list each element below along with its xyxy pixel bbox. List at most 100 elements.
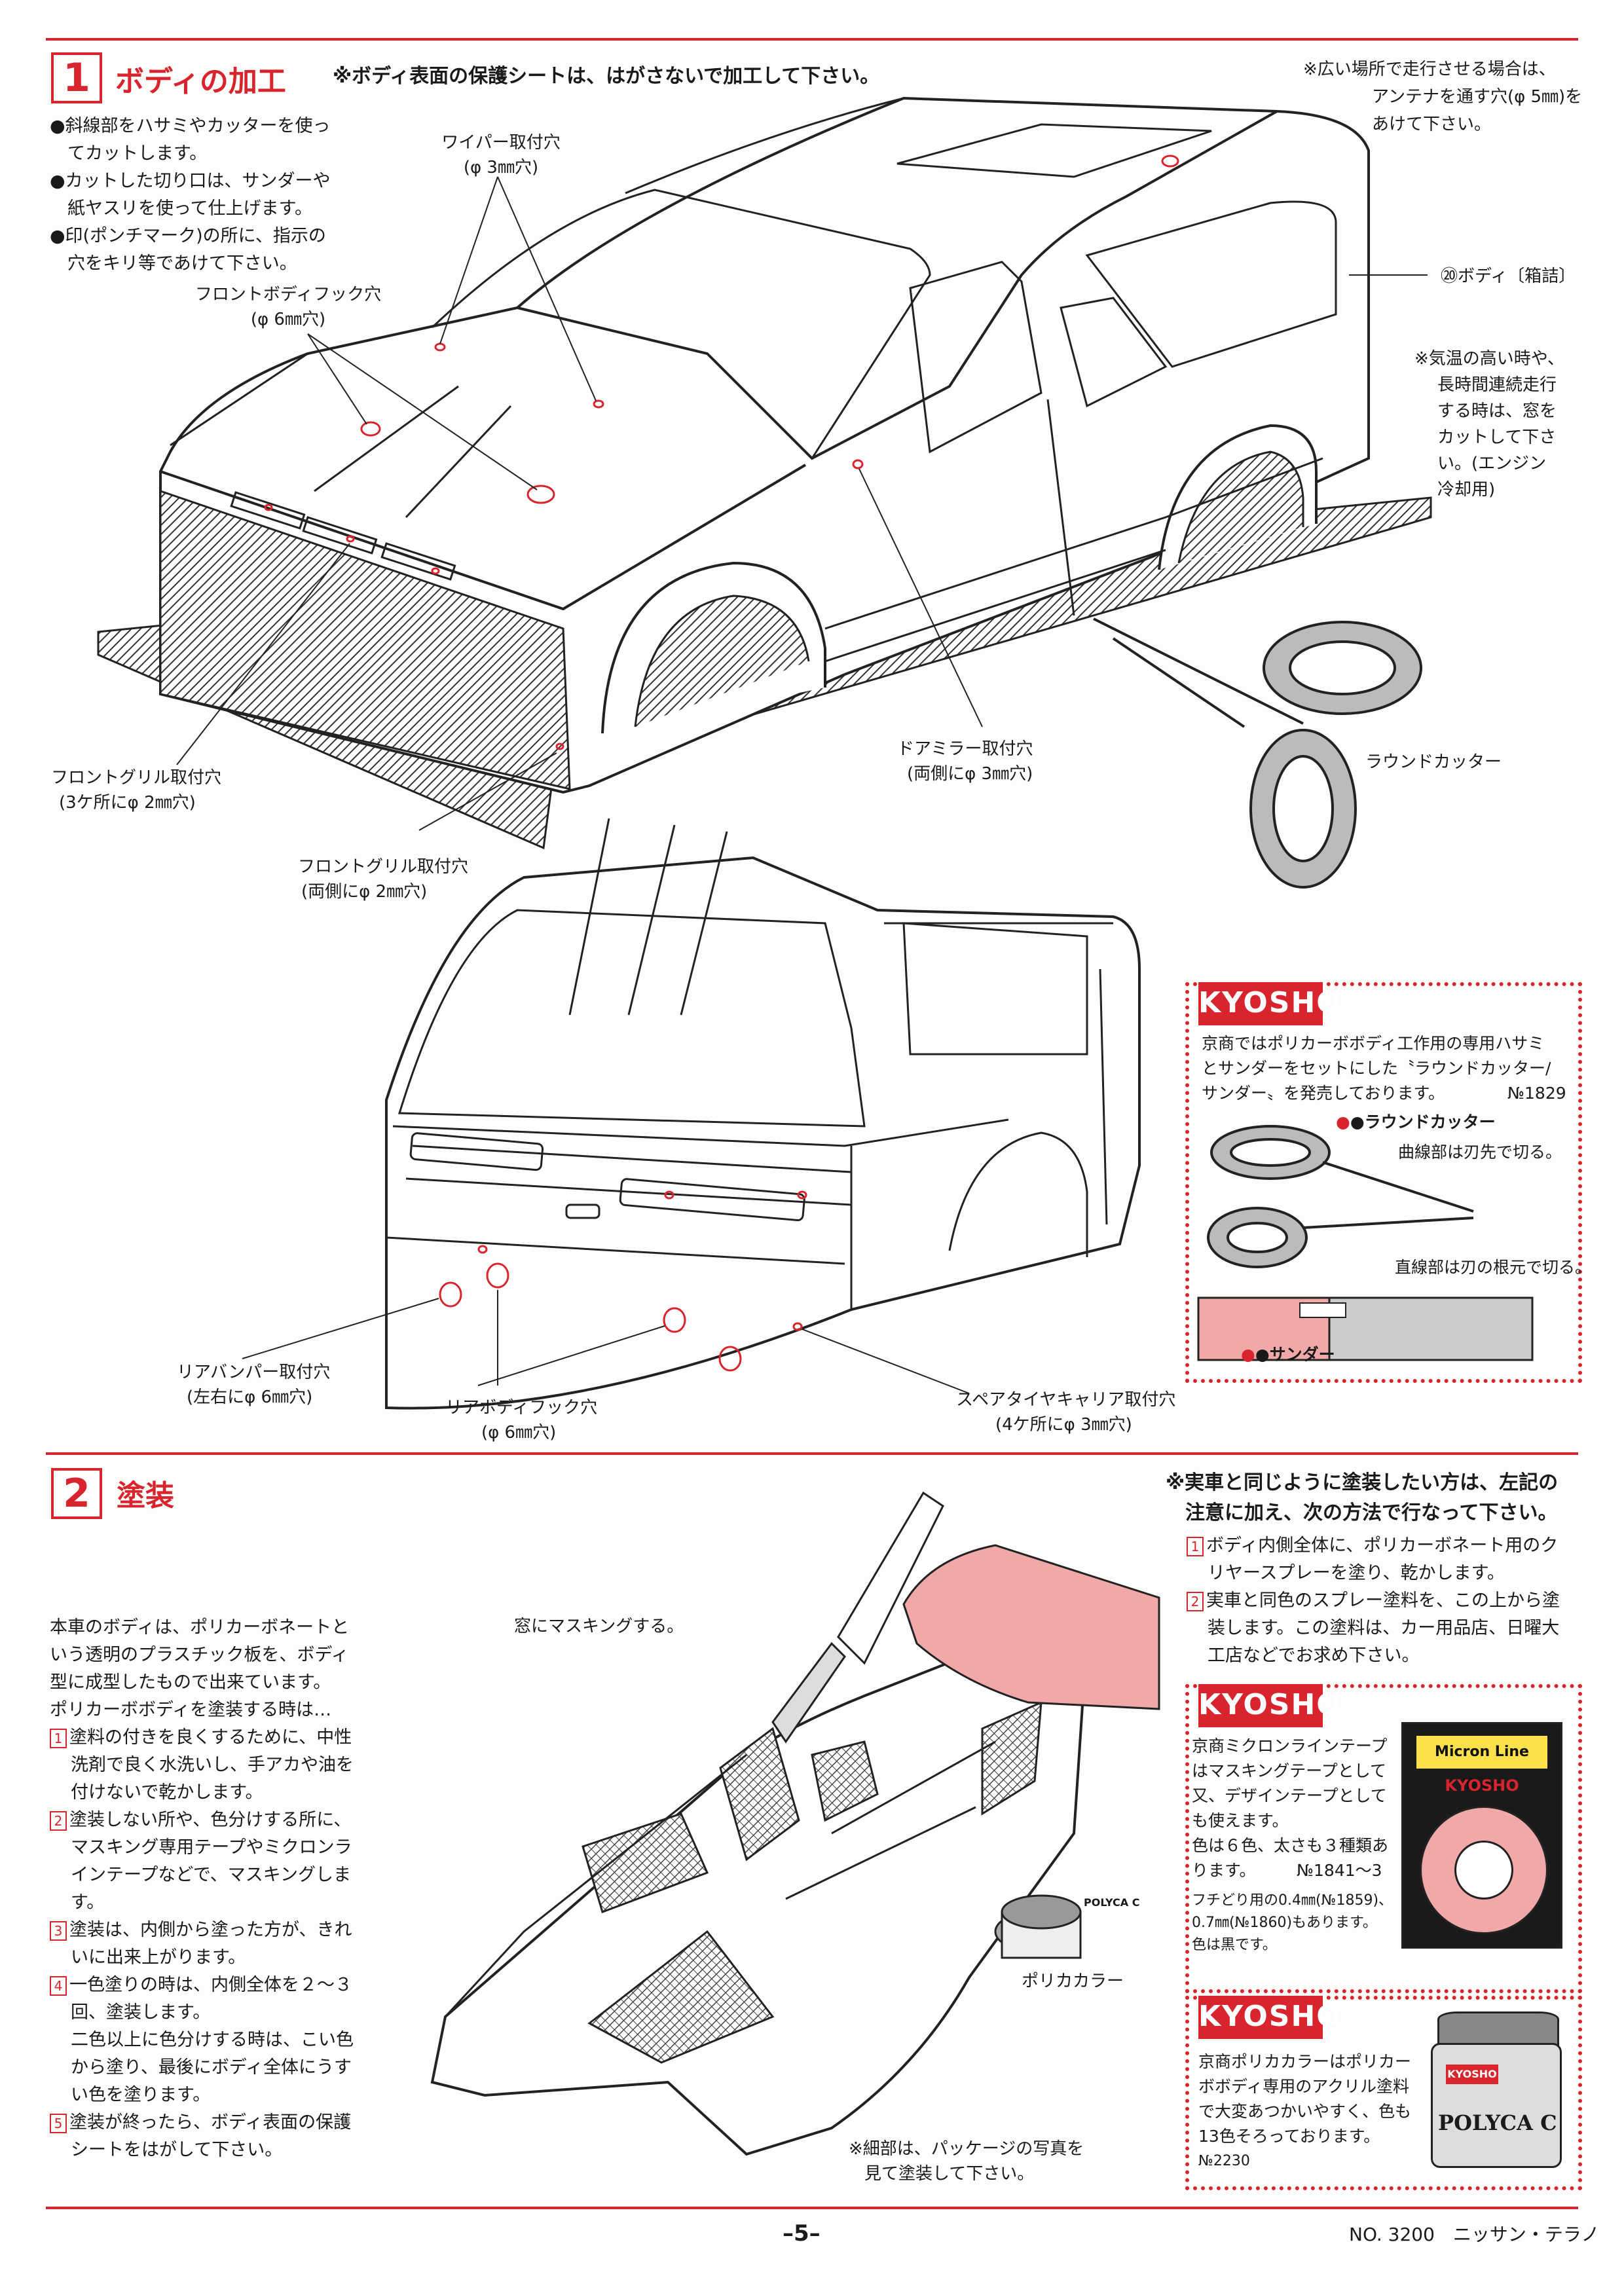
kyosho-logo-3: KYOSHO (1198, 1996, 1341, 2039)
step-4-text-1: 一色塗りの時は、内側全体を２～３ (69, 1975, 352, 1995)
section-2-title: 塗装 (117, 1479, 174, 1513)
bullet-1b: てカットします。 (50, 143, 208, 164)
box2-line-2: はマスキングテープとして (1192, 1761, 1387, 1780)
top-rule (46, 38, 1578, 41)
polyca-color-label: ポリカカラー (1022, 1972, 1124, 1991)
footer-rule (46, 2207, 1578, 2209)
kyosho-polyca-box (1185, 1996, 1582, 2190)
step-3-text-1: 塗装は、内側から塗った方が、きれ (69, 1920, 352, 1940)
intro-2: いう透明のプラスチック板を、ボディ (50, 1645, 349, 1665)
intro-3: 型に成型したもので出来ています。 (50, 1672, 331, 1693)
bullet-3b: 穴をキリ等であけて下さい。 (50, 253, 297, 274)
antenna-note-1: ※広い場所で走行させる場合は、 (1303, 60, 1556, 79)
intro-4: ポリカーボボディを塗装する時は… (50, 1700, 332, 1720)
box1-cutter-label: ●●ラウンドカッター (1336, 1112, 1496, 1131)
rear-punch-marks (439, 1190, 807, 1372)
section-2-number: 2 (51, 1468, 102, 1519)
grill2-1: フロントグリル取付穴 (298, 857, 469, 877)
box3-line-1: 京商ポリカカラーはポリカー (1198, 2052, 1412, 2071)
front-body-illustration (97, 96, 1432, 889)
body-label: ⑳ボディ〔箱詰〕 (1441, 266, 1576, 286)
bullet-2b: 紙ヤスリを使って仕上げます。 (50, 198, 312, 219)
box2-line-5: 色は６色、太さも３種類あ (1192, 1836, 1389, 1855)
rear-hook-1: リアボディフック穴 (445, 1398, 598, 1418)
kyosho-logo-2-text: KYOSHO (1198, 1688, 1342, 1721)
cutter-and-sander-drawing (1197, 1125, 1534, 1361)
step-4-line-2: 回、塗装します。 (71, 2002, 211, 2023)
detail-note-2: 見て塗装して下さい。 (864, 2164, 1035, 2184)
box2-line-3: 又、デザインテープとして (1192, 1786, 1387, 1805)
hot-note-3: する時は、窓を (1437, 401, 1557, 421)
box1-code: №1829 (1507, 1084, 1566, 1103)
section-1-number: 1 (51, 52, 102, 103)
kyosho-logo-1: KYOSHO (1198, 982, 1341, 1025)
front-hook-1: フロントボディフック穴 (194, 285, 382, 304)
real-step-2-line-2: 装します。この塗料は、カー用品店、日曜大 (1208, 1618, 1560, 1638)
step-4-num: 4 (50, 1976, 67, 1996)
detail-note-1: ※細部は、パッケージの写真を (849, 2139, 1084, 2159)
bullet-3a: ●印(ポンチマーク)の所に、指示の (50, 226, 326, 246)
rear-bumper-2: (左右にφ 6㎜穴) (187, 1387, 313, 1407)
step-5-line-2: シートをはがして下さい。 (71, 2140, 283, 2160)
step-3-line-2: いに出来上がります。 (71, 1947, 246, 1968)
step-1-line-3: 付けないで乾かします。 (71, 1782, 263, 1803)
wiper-label-2: (φ 3㎜穴) (463, 158, 539, 177)
box2-sub-3: 色は黒です。 (1192, 1937, 1277, 1953)
box2-sub-2: 0.7㎜(№1860)もあります。 (1192, 1915, 1377, 1931)
mirror-1: ドアミラー取付穴 (897, 739, 1033, 759)
bullet-2a: ●カットした切り口は、サンダーや (50, 171, 331, 191)
step-4-line-3: 二色以上に色分けする時は、こい色 (71, 2030, 354, 2050)
grill2-2: (両側にφ 2㎜穴) (301, 882, 428, 902)
box2-line-6: ります。 №1841～3 (1192, 1861, 1382, 1880)
real-step-1-text: ボディ内側全体に、ポリカーボネート用のク (1206, 1535, 1559, 1556)
box1-line-2: とサンダーをセットにした〝ラウンドカッター/ (1202, 1059, 1551, 1078)
step-2-line-3: インテープなどで、マスキングしま (71, 1865, 351, 1885)
spare-1: スペアタイヤキャリア取付穴 (956, 1390, 1176, 1410)
polyca-jar: KYOSHO POLYCA C (1431, 2011, 1562, 2169)
rear-body-illustration (242, 818, 1141, 1410)
model-name: NO. 3200 ニッサン・テラノ (1349, 2224, 1600, 2245)
small-jar-label: POLYCA C (1084, 1896, 1140, 1909)
box1-line-1: 京商ではポリカーボボディ工作用の専用ハサミ (1202, 1034, 1545, 1053)
real-step-1-num: 1 (1187, 1537, 1204, 1556)
box1-line-3: サンダー〟を発売しております。 (1202, 1084, 1445, 1103)
spare-2: (4ケ所にφ 3㎜穴) (995, 1415, 1132, 1435)
real-step-2-line-3: 工店などでお求め下さい。 (1208, 1645, 1420, 1666)
step-1-text-1: 塗料の付きを良くするために、中性 (69, 1727, 352, 1748)
section-2-rule (46, 1452, 1578, 1455)
tape-roll (1420, 1806, 1548, 1934)
kyosho-logo-3-text: KYOSHO (1198, 2000, 1342, 2033)
step-4-line-5: い色を塗ります。 (71, 2085, 211, 2105)
kyosho-tape-box (1185, 1684, 1582, 1993)
front-hook-2: (φ 6㎜穴) (250, 310, 326, 329)
box1-curve: 曲線部は刃先で切る。 (1398, 1143, 1562, 1162)
tape-title: Micron Line Tape (1416, 1736, 1547, 1793)
protective-sheet-note: ※ボディ表面の保護シートは、はがさないで加工して下さい。 (333, 65, 880, 88)
box2-sub-1: フチどり用の0.4㎜(№1859)、 (1192, 1892, 1393, 1909)
box3-line-4: 13色そろっております。 (1198, 2127, 1380, 2146)
mask-windows-label: 窓にマスキングする。 (514, 1617, 684, 1636)
box1-cutter-text: ●ラウンドカッター (1350, 1112, 1496, 1131)
step-1-num: 1 (50, 1729, 67, 1748)
step-1-line-2: 洗剤で良く水洗いし、手アカや油を (71, 1755, 354, 1775)
box2-line-4: も使えます。 (1192, 1811, 1289, 1830)
kyosho-logo-1-text: KYOSHO (1198, 986, 1342, 1019)
hot-note-1: ※気温の高い時や、 (1414, 349, 1565, 369)
polyca-jar-logo: KYOSHO (1446, 2065, 1498, 2084)
step-2-line-4: す。 (71, 1892, 105, 1913)
mirror-2: (両側にφ 3㎜穴) (907, 764, 1033, 784)
hot-note-6: 冷却用) (1437, 480, 1496, 500)
real-step-1-line-2: リヤースプレーを塗り、乾かします。 (1208, 1563, 1505, 1583)
step-2-text-1: 塗装しない所や、色分けする所に、 (69, 1810, 352, 1830)
rear-bumper-1: リアバンパー取付穴 (177, 1363, 331, 1382)
grill3-1: フロントグリル取付穴 (51, 768, 222, 788)
step-3-num: 3 (50, 1921, 67, 1941)
kyosho-cutter-box (1185, 982, 1582, 1383)
